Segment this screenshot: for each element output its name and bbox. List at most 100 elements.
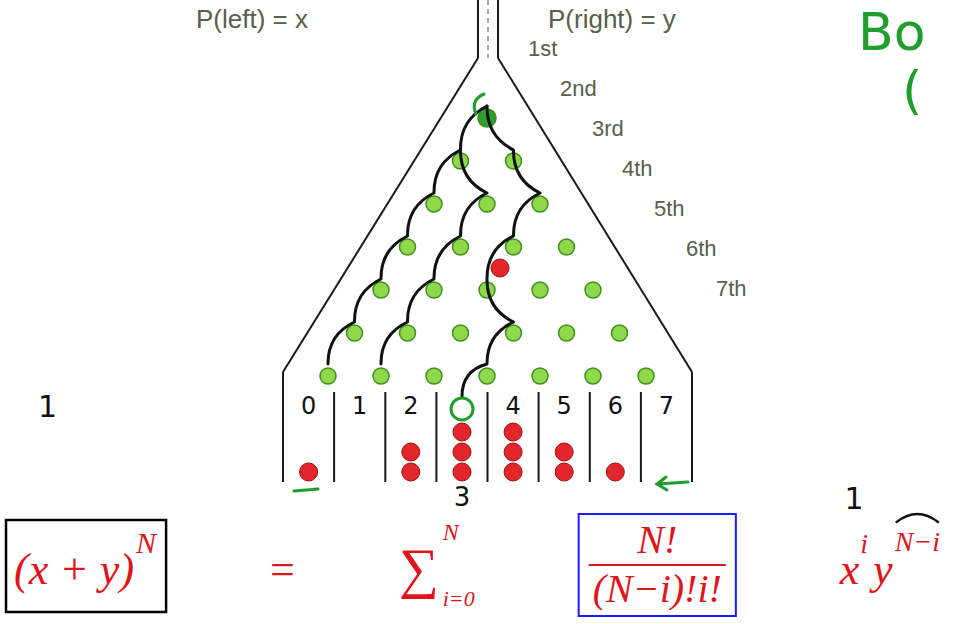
peg: [532, 196, 548, 212]
bin-number: 7: [659, 394, 674, 418]
ball: [504, 443, 522, 461]
sum-symbol: ∑: [399, 540, 439, 596]
coefficient-box: [579, 514, 736, 616]
formula-term: (x + y): [14, 548, 134, 592]
board-outline: [283, 0, 692, 482]
peg: [373, 282, 389, 298]
row-label: 7th: [716, 278, 747, 300]
ball: [555, 443, 573, 461]
peg: [479, 196, 495, 212]
peg: [453, 239, 469, 255]
peg: [585, 368, 601, 384]
bin-number: 5: [557, 394, 572, 418]
peg: [400, 325, 416, 341]
bin-number: 2: [403, 394, 418, 418]
dashed-center: [487, 0, 489, 58]
ball: [491, 259, 509, 277]
formula-exponent: N: [136, 528, 156, 558]
probability-label: P(left) = x: [196, 6, 308, 32]
fraction-numerator: N!: [637, 520, 677, 560]
bin-number: 0: [301, 394, 316, 418]
peg: [532, 368, 548, 384]
board-wall: [283, 58, 478, 372]
bin-divider: [640, 392, 642, 482]
handwritten-note: (: [902, 64, 922, 116]
highlight-stroke: [294, 489, 318, 491]
peg: [400, 239, 416, 255]
handwritten-count: 1: [844, 484, 863, 514]
bin-number: 1: [352, 394, 367, 418]
ball: [606, 463, 624, 481]
bin-number: 4: [505, 394, 520, 418]
row-label: 5th: [654, 198, 685, 220]
fraction-denominator: (N−i)!i!: [593, 569, 722, 609]
peg: [506, 325, 522, 341]
formula-box: [6, 520, 166, 612]
peg: [559, 239, 575, 255]
formula-exponent: N−i: [895, 528, 940, 556]
bin-divider: [333, 392, 335, 482]
ball: [453, 443, 471, 461]
handwritten-count: 1: [38, 392, 57, 422]
bin-divider: [384, 392, 386, 482]
row-label: 4th: [622, 158, 653, 180]
peg: [453, 325, 469, 341]
ball: [504, 463, 522, 481]
peg: [373, 368, 389, 384]
green-marks: [294, 94, 688, 491]
peg: [320, 368, 336, 384]
row-label: 1st: [528, 38, 557, 60]
peg: [638, 368, 654, 384]
ball-path: [381, 150, 487, 364]
bin-number: 3: [454, 484, 471, 510]
board-wall: [282, 372, 284, 482]
formula-exponent: i: [860, 530, 868, 558]
highlight-circle: [451, 398, 473, 420]
ball: [300, 463, 318, 481]
peg: [426, 196, 442, 212]
sum-limit: N: [443, 520, 459, 544]
ball-path: [462, 106, 540, 397]
ball-path: [328, 106, 487, 364]
peg: [585, 282, 601, 298]
peg: [426, 282, 442, 298]
peg: [559, 325, 575, 341]
peg: [532, 282, 548, 298]
highlight-stroke: [474, 94, 484, 114]
peg: [479, 368, 495, 384]
funnel-wall: [477, 0, 479, 58]
bin-divider: [538, 392, 540, 482]
handwritten-arc: [897, 514, 938, 522]
peg: [347, 325, 363, 341]
board-wall: [498, 58, 692, 372]
row-label: 2nd: [560, 78, 597, 100]
ball: [504, 423, 522, 441]
highlight-arrow: [657, 477, 688, 490]
bin-divider: [435, 392, 437, 482]
ball: [402, 463, 420, 481]
ball: [453, 423, 471, 441]
formula-term: x: [840, 548, 860, 592]
formula-term: y: [873, 548, 893, 592]
bin-number: 6: [608, 394, 623, 418]
fraction-bar: [589, 564, 726, 566]
formula-operator: =: [270, 548, 295, 592]
bin-divider: [487, 392, 489, 482]
row-label: 3rd: [592, 118, 624, 140]
board-wall: [691, 372, 693, 482]
ball: [555, 463, 573, 481]
funnel-wall: [497, 0, 499, 58]
probability-label: P(right) = y: [548, 6, 676, 32]
handwritten-paths: [328, 106, 540, 397]
ball: [402, 443, 420, 461]
handwritten-note: Bo: [858, 6, 926, 58]
peg: [506, 239, 522, 255]
peg: [612, 325, 628, 341]
ball: [453, 463, 471, 481]
bin-divider: [589, 392, 591, 482]
pegs: [320, 109, 654, 384]
balls: [300, 259, 625, 481]
row-label: 6th: [686, 238, 717, 260]
peg: [426, 368, 442, 384]
